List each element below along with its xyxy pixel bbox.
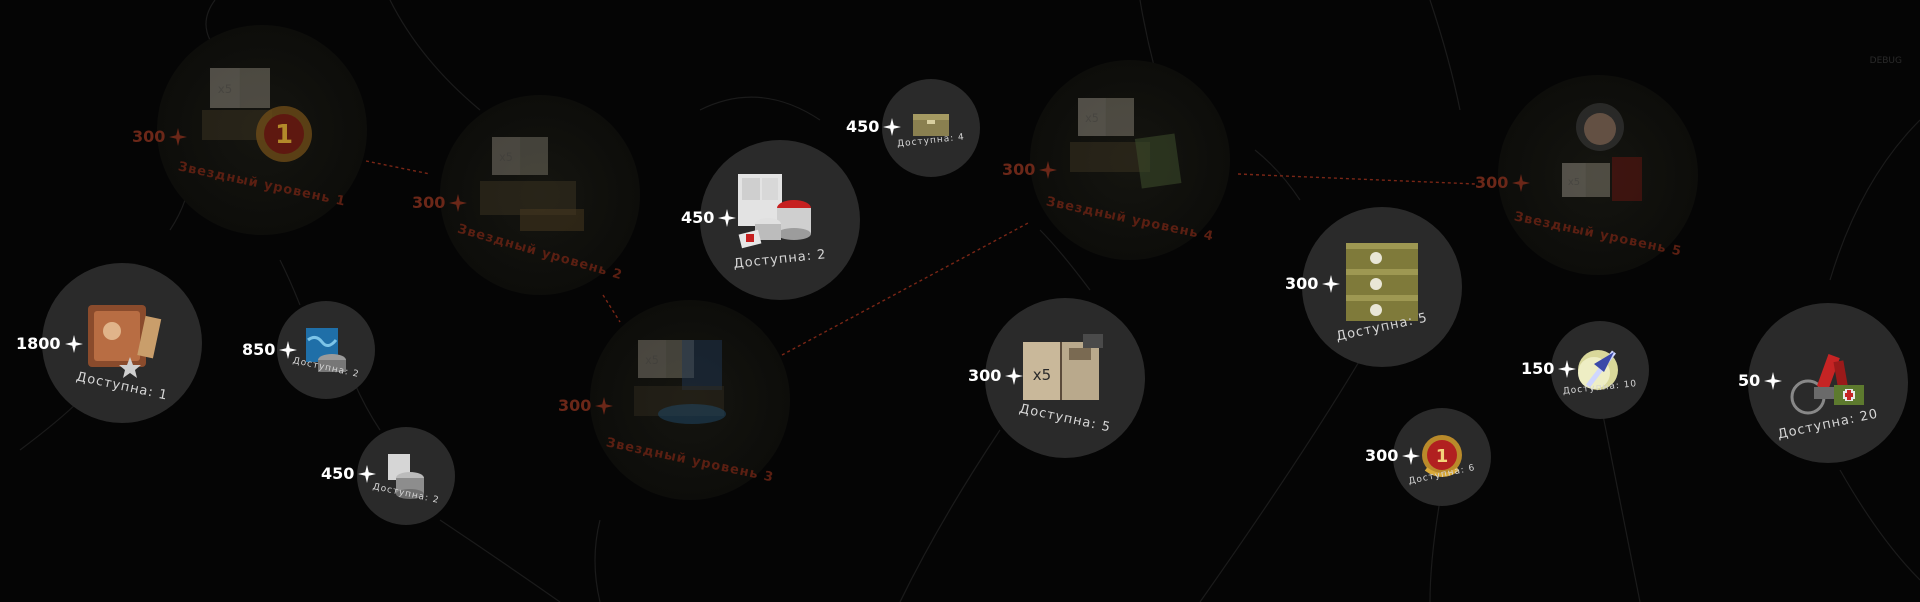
- cost-value: 450: [321, 464, 355, 483]
- star-sparkle-icon: [1001, 366, 1024, 385]
- cost-star-level-5: 300: [1475, 173, 1531, 192]
- star-sparkle-icon: [354, 464, 377, 483]
- reward-node-reward-450c[interactable]: Доступна: 4: [882, 79, 980, 177]
- cost-reward-300c: 300: [1365, 446, 1421, 465]
- reward-node-star-level-5[interactable]: x5 Звездный уровень 5: [1498, 75, 1698, 275]
- cost-star-level-2: 300: [412, 193, 468, 212]
- svg-text:x5: x5: [1033, 366, 1051, 384]
- star-sparkle-icon: [1554, 359, 1577, 378]
- star-sparkle-icon: [879, 117, 902, 136]
- reward-node-reward-300b[interactable]: Доступна: 5: [1302, 207, 1462, 367]
- svg-text:1: 1: [275, 120, 293, 150]
- cost-value: 450: [846, 117, 880, 136]
- cost-reward-50: 50: [1738, 371, 1783, 390]
- cost-value: 850: [242, 340, 276, 359]
- reward-node-reward-450a[interactable]: Доступна: 2: [357, 427, 455, 525]
- reward-node-reward-300c[interactable]: 1 Доступна: 6: [1393, 408, 1491, 506]
- star-sparkle-icon: [1508, 173, 1531, 192]
- star-sparkle-icon: [1318, 274, 1341, 293]
- star-sparkle-icon: [275, 340, 298, 359]
- star-sparkle-icon: [445, 193, 468, 212]
- svg-text:x5: x5: [1568, 177, 1580, 188]
- reward-node-star-level-3[interactable]: x5 Звездный уровень 3: [590, 300, 790, 500]
- reward-node-reward-300a[interactable]: x5 Доступна: 5: [985, 298, 1145, 458]
- cost-value: 1800: [16, 334, 61, 353]
- cost-reward-450a: 450: [321, 464, 377, 483]
- cost-value: 150: [1521, 359, 1555, 378]
- svg-text:1: 1: [1436, 446, 1449, 467]
- debug-label: DEBUG: [1869, 56, 1902, 66]
- svg-text:x5: x5: [645, 354, 659, 367]
- star-sparkle-icon: [714, 208, 737, 227]
- star-sparkle-icon: [1398, 446, 1421, 465]
- star-sparkle-icon: [591, 396, 614, 415]
- cost-value: 300: [1285, 274, 1319, 293]
- cost-value: 300: [558, 396, 592, 415]
- cost-value: 300: [132, 127, 166, 146]
- star-sparkle-icon: [1035, 160, 1058, 179]
- cost-value: 450: [681, 208, 715, 227]
- cost-reward-450c: 450: [846, 117, 902, 136]
- svg-text:x5: x5: [218, 82, 232, 96]
- star-sparkle-icon: [1760, 371, 1783, 390]
- cost-star-level-3: 300: [558, 396, 614, 415]
- cost-reward-300b: 300: [1285, 274, 1341, 293]
- cost-reward-1800: 1800: [16, 334, 83, 353]
- cost-reward-150: 150: [1521, 359, 1577, 378]
- cost-star-level-1: 300: [132, 127, 188, 146]
- reward-node-star-level-2[interactable]: x5 Звездный уровень 2: [440, 95, 640, 295]
- cost-value: 300: [1002, 160, 1036, 179]
- cost-value: 50: [1738, 371, 1761, 390]
- star-sparkle-icon: [165, 127, 188, 146]
- cost-reward-850: 850: [242, 340, 298, 359]
- svg-text:x5: x5: [1085, 112, 1099, 125]
- cost-reward-450b: 450: [681, 208, 737, 227]
- star-sparkle-icon: [61, 334, 83, 353]
- cost-value: 300: [1365, 446, 1399, 465]
- cost-value: 300: [412, 193, 446, 212]
- svg-text:x5: x5: [499, 151, 513, 164]
- reward-node-star-level-4[interactable]: x5 Звездный уровень 4: [1030, 60, 1230, 260]
- cost-reward-300a: 300: [968, 366, 1024, 385]
- cost-value: 300: [968, 366, 1002, 385]
- cost-star-level-4: 300: [1002, 160, 1058, 179]
- cost-value: 300: [1475, 173, 1509, 192]
